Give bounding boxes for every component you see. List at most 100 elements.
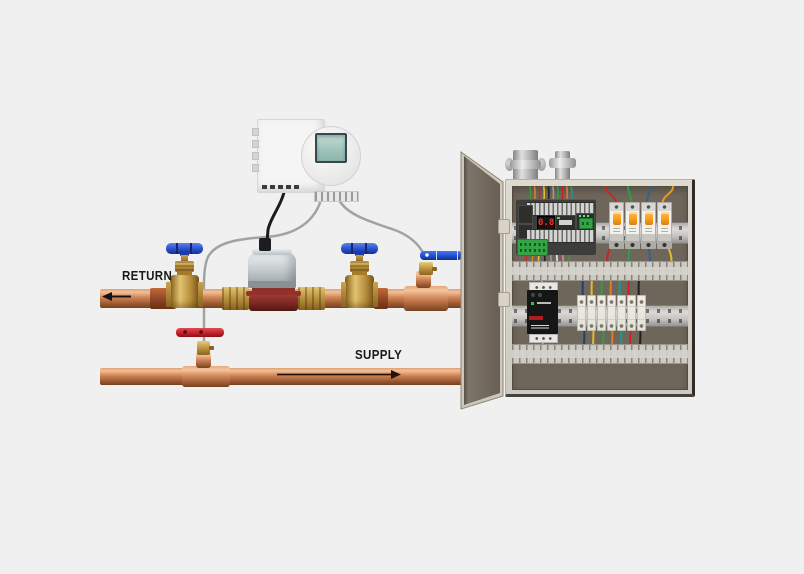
meter-cable-connector: [259, 238, 271, 251]
controller-vent: [294, 185, 299, 189]
meter-register-band: [248, 281, 296, 288]
wire: [661, 186, 674, 204]
wire: [627, 186, 633, 204]
supply-label: SUPPLY: [355, 348, 403, 362]
cable-duct-top: [512, 261, 688, 281]
plc-status-led: [557, 217, 560, 219]
cabinet-door: [460, 151, 504, 410]
supply-tee-branch: [196, 352, 211, 368]
valve-stem: [356, 255, 363, 262]
cabinet-hinge: [498, 219, 510, 234]
valve-flange: [373, 282, 378, 307]
wire: [604, 186, 617, 204]
meter-body: [249, 295, 298, 311]
power-supply-body: [527, 290, 558, 334]
valve-handwheel: [341, 243, 378, 254]
meter-register-cap: [252, 248, 292, 255]
controller-vent: [278, 185, 283, 189]
conduit-fitting-large: [505, 150, 546, 180]
return-tee: [404, 286, 448, 311]
plc-unit: 0.8: [516, 199, 596, 256]
controller-terminal-strip: [314, 191, 359, 202]
controller-lcd: [315, 133, 347, 163]
valve-flange: [166, 282, 171, 307]
power-supply-text-line: [537, 302, 551, 304]
fuse-row: [577, 295, 646, 331]
breaker-row: [609, 202, 672, 249]
fuse-block: [607, 295, 616, 331]
meter-union-right: [298, 287, 325, 310]
supply-tee: [182, 366, 230, 387]
conduit-band: [510, 160, 541, 169]
power-supply-spec-label: [531, 325, 549, 330]
controller-vent: [262, 185, 267, 189]
meter-union-left: [222, 287, 249, 310]
fuse-block: [627, 295, 636, 331]
power-supply-terminals-bottom: [529, 334, 558, 343]
valve-neck: [177, 271, 192, 276]
circuit-breaker: [657, 202, 672, 249]
conduit-ear: [537, 158, 546, 171]
plc-side-panel: [518, 205, 533, 224]
power-supply-pot: [531, 293, 535, 297]
conduit-locknut: [549, 158, 576, 168]
plc-led-row: [579, 215, 591, 217]
supply-sensor-tag: [176, 328, 224, 337]
fuse-block: [577, 295, 586, 331]
power-supply-led: [531, 302, 534, 305]
supply-sensor-well: [197, 341, 210, 355]
valve-body: [170, 275, 199, 308]
return-tee-branch: [416, 271, 431, 288]
return-sensor-well: [419, 262, 433, 275]
controller-vent: [286, 185, 291, 189]
circuit-breaker: [625, 202, 640, 249]
controller-mount-tab: [252, 140, 259, 148]
controller-lcd-screen: [317, 135, 345, 161]
cable-duct-bottom: [512, 344, 688, 364]
fuse-block: [637, 295, 646, 331]
conduit-ear: [505, 158, 514, 171]
valve-neck: [352, 271, 367, 276]
valve-stem: [181, 255, 188, 262]
meter-neck: [252, 285, 295, 293]
meter-flange: [246, 291, 301, 296]
power-supply-pot: [538, 293, 542, 297]
plc-io-window: [559, 220, 572, 225]
water-meter: [222, 237, 325, 311]
valve-hub: [180, 251, 189, 256]
supply-sensor-screw: [209, 346, 214, 350]
supply-pipe: [100, 368, 466, 385]
plc-io-module: [555, 215, 576, 230]
valve-body: [345, 275, 374, 308]
valve-flange: [341, 282, 346, 307]
valve-handwheel: [166, 243, 203, 254]
fuse-block: [597, 295, 606, 331]
circuit-breaker: [609, 202, 624, 249]
controller-mount-tab: [252, 164, 259, 172]
wire: [646, 186, 652, 204]
plc-terminal-block-green: [517, 239, 548, 256]
valve-flange: [198, 282, 203, 307]
conduit-fitting-small: [549, 151, 576, 180]
circuit-breaker: [641, 202, 656, 249]
cabinet-hinge: [498, 292, 510, 307]
power-supply: [527, 282, 558, 343]
valve-bonnet: [350, 261, 369, 272]
return-sensor-tag: [420, 251, 462, 260]
fuse-block: [587, 295, 596, 331]
plc-terminal-module: [576, 213, 595, 230]
cabinet-door-face: [464, 156, 500, 405]
power-supply-red-label: [529, 316, 543, 320]
controller-vent: [270, 185, 275, 189]
gate-valve-left: [166, 243, 204, 309]
meter-cable: [265, 186, 287, 244]
fuse-block: [617, 295, 626, 331]
valve-bonnet: [175, 261, 194, 272]
valve-hub: [355, 251, 364, 256]
plc-green-connector: [579, 218, 593, 229]
controller-mount-tab: [252, 128, 259, 136]
gate-valve-right: [341, 243, 379, 309]
return-label: RETURN: [122, 269, 173, 283]
controller-mount-tab: [252, 152, 259, 160]
